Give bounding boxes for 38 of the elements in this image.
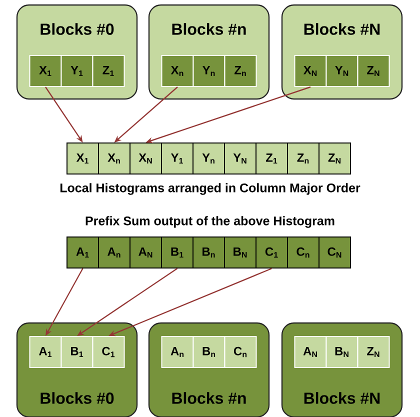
cell: Y$_{N}$ <box>224 142 256 174</box>
cell: Z$_{n}$ <box>224 55 257 87</box>
cell: C$_{1}$ <box>92 336 125 368</box>
cell: C$_{1}$ <box>256 236 288 268</box>
cell: Y$_{1}$ <box>60 55 94 87</box>
cell: B$_{1}$ <box>60 336 94 368</box>
cell: Z$_{1}$ <box>92 55 125 87</box>
cell: X$_{n}$ <box>98 142 130 174</box>
cell: A$_{N}$ <box>130 236 162 268</box>
cell: Y$_{N}$ <box>326 55 358 87</box>
cell: B$_{1}$ <box>161 236 194 268</box>
cell: Z$_{N}$ <box>357 336 390 368</box>
cell: A$_{n}$ <box>98 236 130 268</box>
cell: C$_{N}$ <box>318 236 351 268</box>
cell: B$_{N}$ <box>326 336 358 368</box>
cell: X$_{1}$ <box>66 142 99 174</box>
cell: A$_{N}$ <box>294 336 327 368</box>
cell: Y$_{n}$ <box>192 55 226 87</box>
caption: Local Histograms arranged in Column Major Order <box>60 183 360 195</box>
cell: Z$_{N}$ <box>318 142 351 174</box>
cell: X$_{n}$ <box>161 55 194 87</box>
caption: Prefix Sum output of the above Histogram <box>86 216 334 228</box>
cell: B$_{N}$ <box>224 236 256 268</box>
cell: X$_{N}$ <box>294 55 327 87</box>
cell: X$_{N}$ <box>130 142 162 174</box>
cell: B$_{n}$ <box>192 336 226 368</box>
cell: A$_{n}$ <box>161 336 194 368</box>
cell: Z$_{1}$ <box>256 142 288 174</box>
cell: B$_{n}$ <box>192 236 225 268</box>
cell: C$_{n}$ <box>287 236 320 268</box>
cell: Y$_{1}$ <box>161 142 194 174</box>
cell: A$_{1}$ <box>66 236 99 268</box>
cell: Z$_{n}$ <box>287 142 320 174</box>
cell: Y$_{n}$ <box>192 142 225 174</box>
cell: C$_{n}$ <box>224 336 257 368</box>
cell: X$_{1}$ <box>29 55 62 87</box>
cell: A$_{1}$ <box>29 336 62 368</box>
cell: Z$_{N}$ <box>357 55 390 87</box>
